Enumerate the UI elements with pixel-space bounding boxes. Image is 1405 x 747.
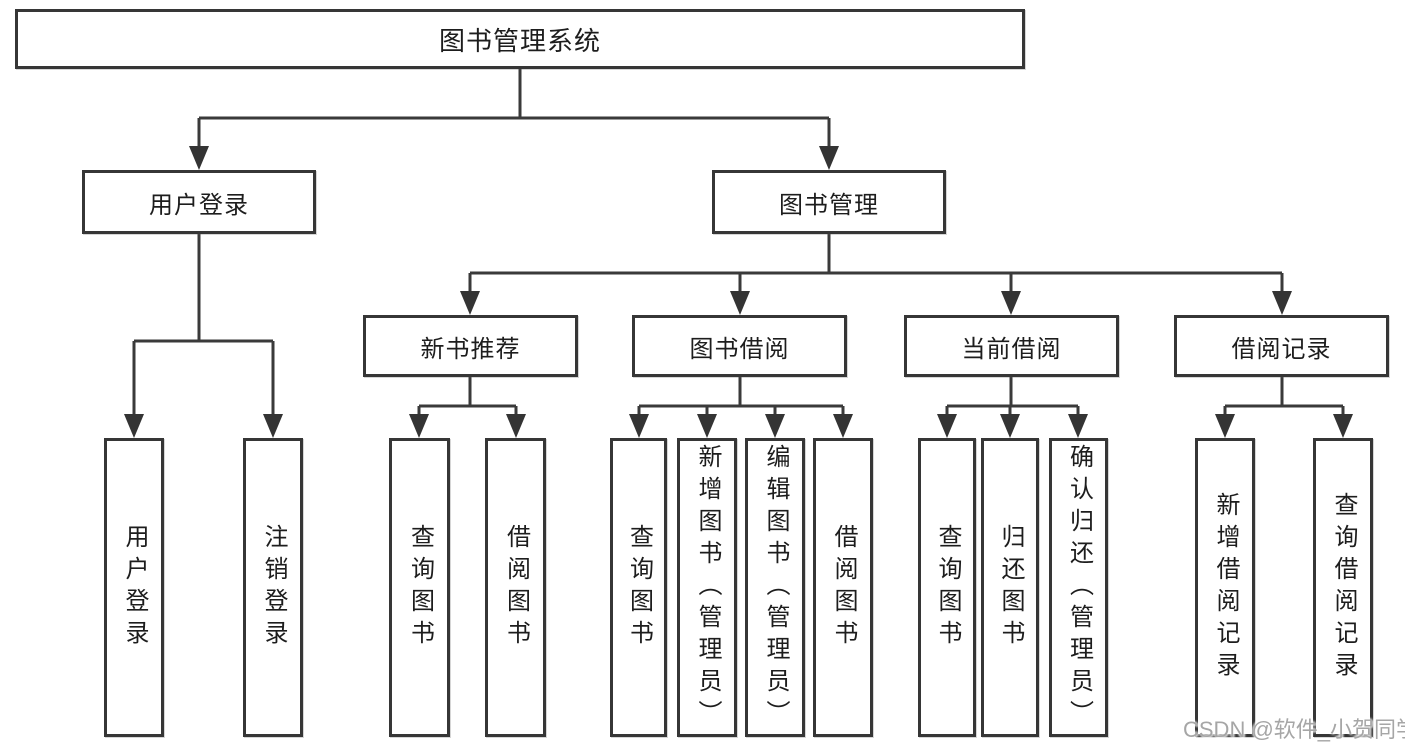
- leaf-newbooks-borrow: 借阅图书: [485, 438, 546, 737]
- leaf-label: 借阅图书: [830, 523, 857, 652]
- connector-user-login-children: [132, 234, 275, 415]
- node-book-mgmt: 图书管理: [712, 170, 946, 234]
- node-new-books: 新书推荐: [363, 315, 578, 377]
- leaf-user-login: 用户登录: [104, 438, 164, 737]
- leaf-current-return: 归还图书: [981, 438, 1039, 737]
- node-label: 用户登录: [149, 191, 249, 219]
- node-user-login: 用户登录: [82, 170, 316, 234]
- leaf-label: 查询图书: [406, 523, 434, 652]
- leaf-borrow-query: 查询图书: [610, 438, 667, 737]
- node-current-borrow: 当前借阅: [904, 315, 1119, 377]
- leaf-label: 新增借阅记录: [1212, 491, 1239, 684]
- connector-book-mgmt-to-level3: [468, 234, 1284, 292]
- connector-current-borrow-children: [945, 377, 1080, 415]
- arrowhead: [730, 291, 750, 315]
- arrowhead: [506, 414, 526, 438]
- leaf-label: 确认归还（管理员）: [1065, 443, 1093, 732]
- leaf-newbooks-query: 查询图书: [389, 438, 450, 737]
- arrowhead: [1333, 414, 1353, 438]
- leaf-borrow-add: 新增图书（管理员）: [677, 438, 737, 737]
- leaf-records-query: 查询借阅记录: [1313, 438, 1373, 737]
- arrowhead: [1272, 291, 1292, 315]
- node-label: 新书推荐: [420, 335, 521, 363]
- arrowhead: [629, 414, 649, 438]
- node-label: 借阅记录: [1231, 335, 1332, 363]
- arrowhead: [1001, 291, 1021, 315]
- arrowhead: [124, 414, 144, 438]
- arrowhead: [189, 146, 209, 170]
- node-label: 当前借阅: [961, 335, 1062, 363]
- node-root: 图书管理系统: [15, 9, 1025, 69]
- connector-book-borrow-children: [637, 377, 845, 415]
- leaf-label: 注销登录: [260, 523, 287, 652]
- leaf-current-query: 查询图书: [918, 438, 976, 737]
- arrowhead: [819, 146, 839, 170]
- leaf-label: 借阅图书: [502, 523, 530, 652]
- arrowhead: [937, 414, 957, 438]
- leaf-borrow-borrow: 借阅图书: [813, 438, 873, 737]
- leaf-label: 查询图书: [625, 523, 653, 652]
- arrowhead: [409, 414, 429, 438]
- arrowhead: [765, 414, 785, 438]
- arrowhead: [697, 414, 717, 438]
- connector-new-books-children: [417, 377, 518, 415]
- node-label: 图书管理: [779, 191, 879, 219]
- node-book-borrow: 图书借阅: [632, 315, 847, 377]
- leaf-label: 用户登录: [121, 523, 148, 652]
- connector-borrow-records-children: [1223, 377, 1345, 415]
- leaf-label: 查询图书: [934, 523, 961, 652]
- leaf-borrow-edit: 编辑图书（管理员）: [745, 438, 805, 737]
- leaf-label: 新增图书（管理员）: [694, 443, 721, 732]
- node-label: 图书管理系统: [438, 25, 601, 56]
- leaf-label: 查询借阅记录: [1330, 491, 1357, 684]
- leaf-label: 归还图书: [997, 523, 1024, 652]
- connector-root-to-level2: [197, 69, 831, 147]
- leaf-current-confirm: 确认归还（管理员）: [1049, 438, 1108, 737]
- arrowhead: [263, 414, 283, 438]
- arrowhead: [1068, 414, 1088, 438]
- arrowhead: [833, 414, 853, 438]
- node-label: 图书借阅: [689, 335, 790, 363]
- leaf-label: 编辑图书（管理员）: [762, 443, 789, 732]
- arrowhead: [460, 291, 480, 315]
- watermark: CSDN @软件_小贺同学: [1183, 717, 1405, 742]
- leaf-logout: 注销登录: [243, 438, 303, 737]
- arrowhead: [1215, 414, 1235, 438]
- arrowhead: [1000, 414, 1020, 438]
- node-borrow-records: 借阅记录: [1174, 315, 1389, 377]
- leaf-records-add: 新增借阅记录: [1195, 438, 1255, 737]
